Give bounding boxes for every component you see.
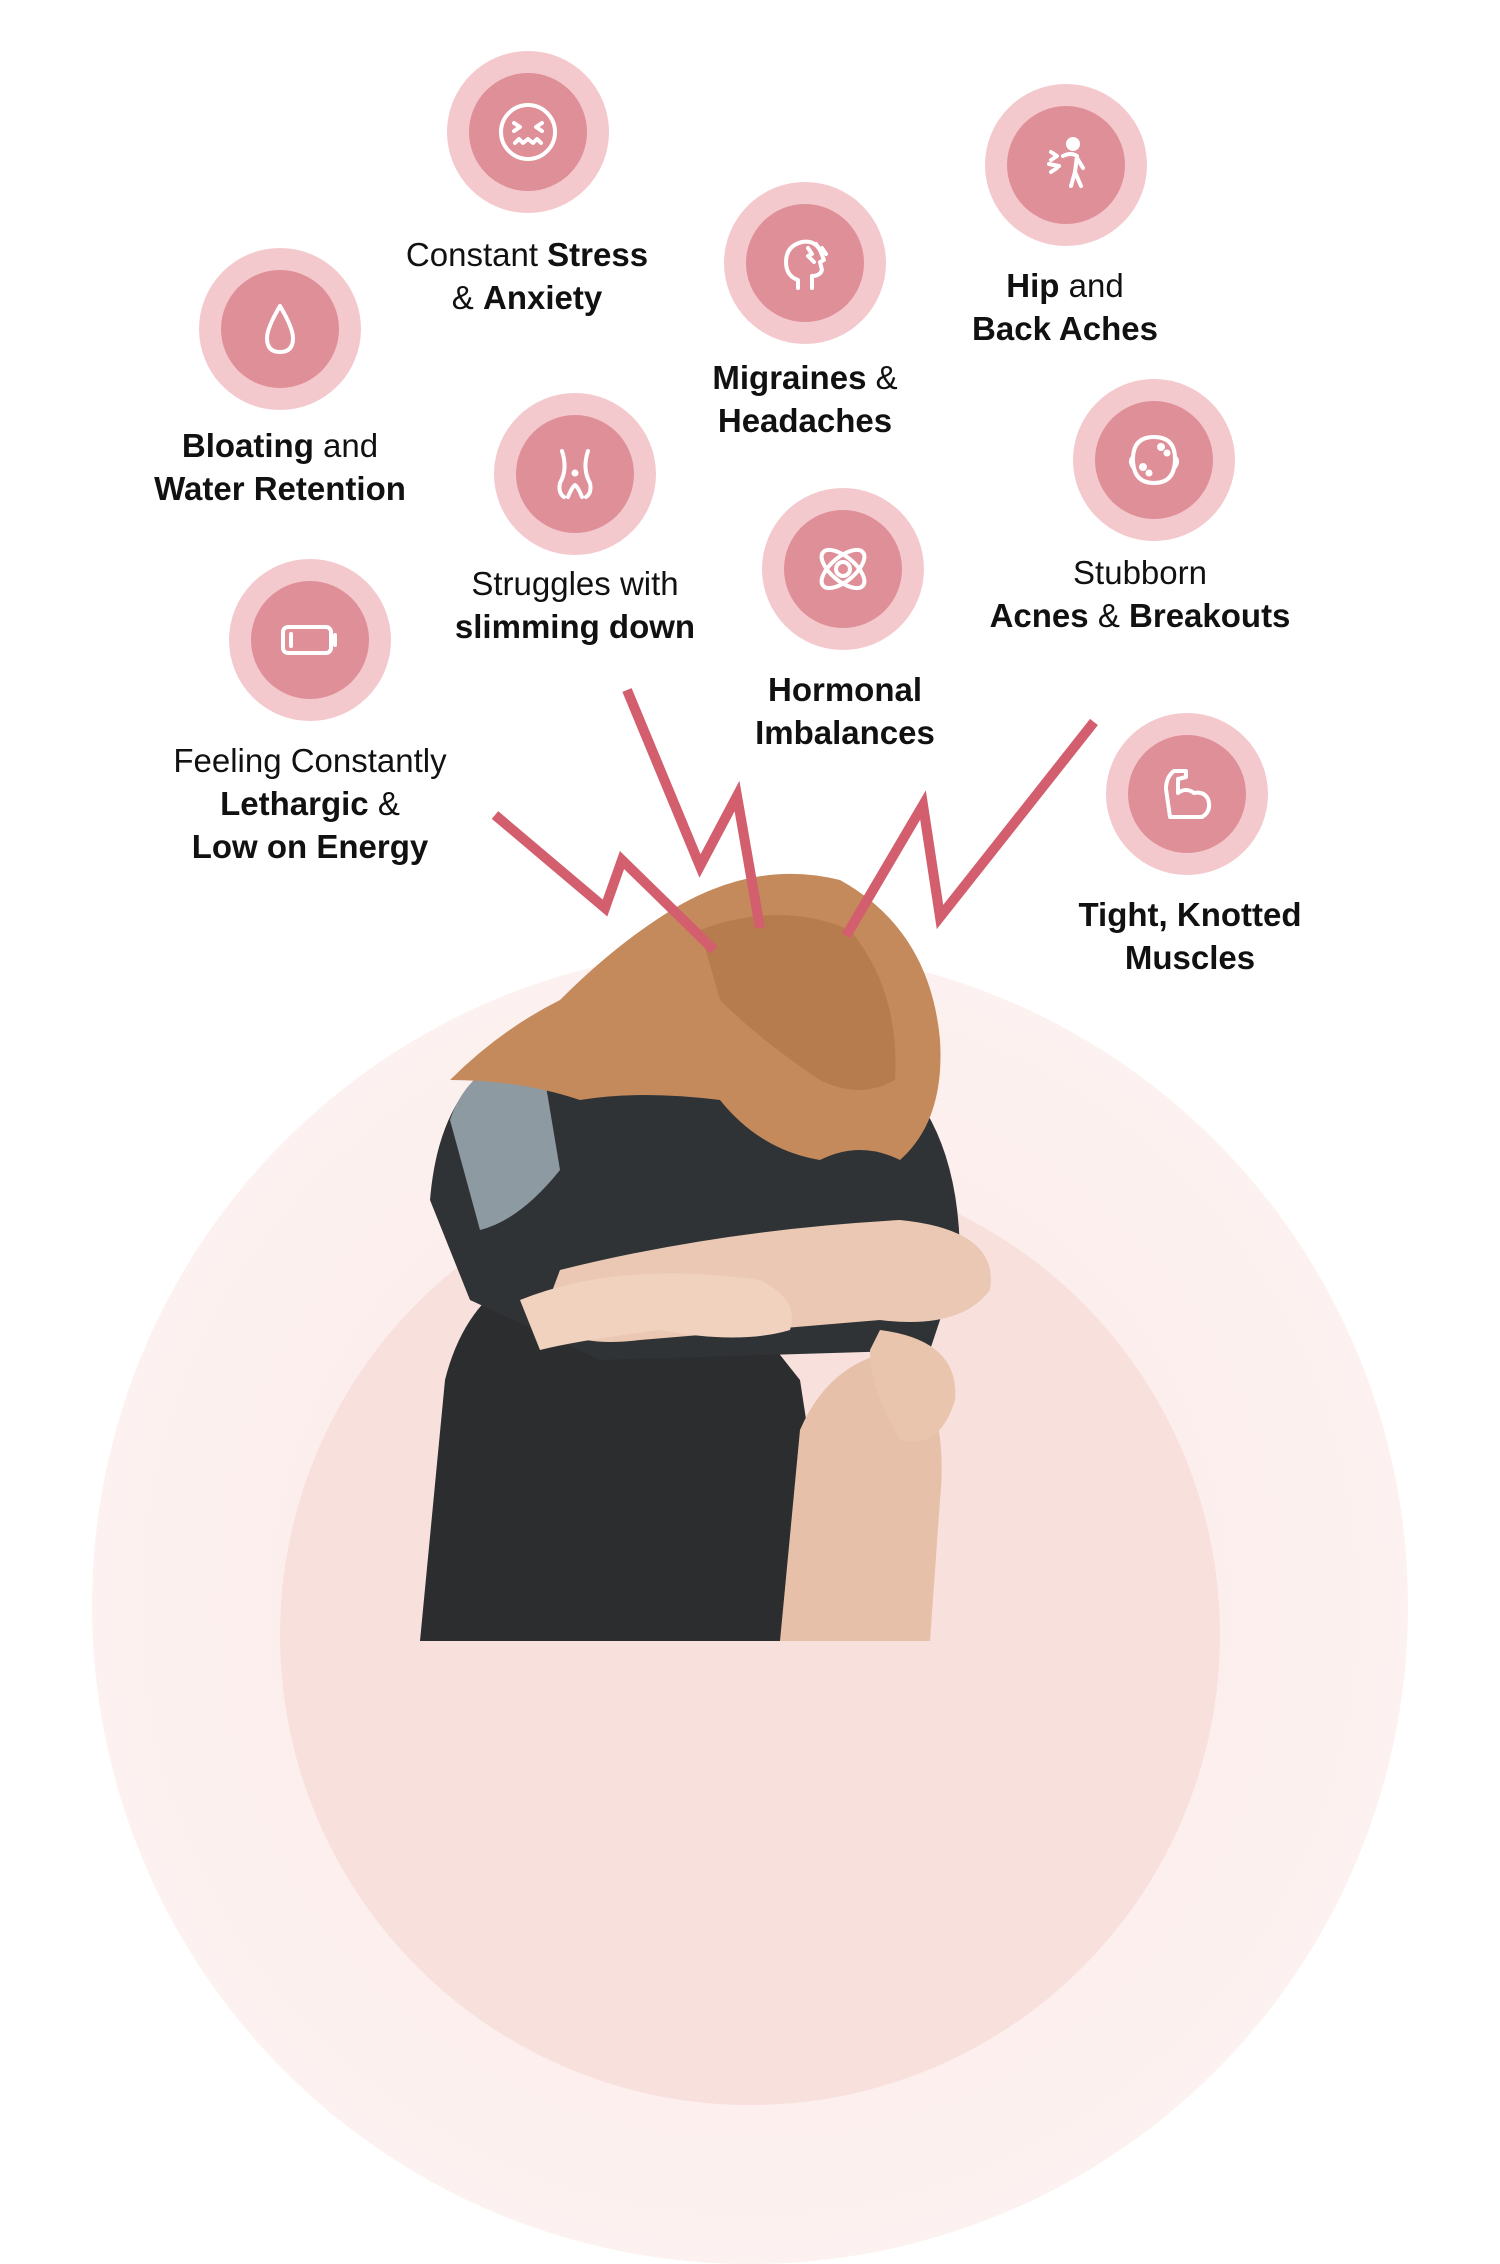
acne-face-icon [1129, 435, 1179, 485]
lethargic-badge [229, 559, 391, 721]
hormone-atom-icon [819, 547, 867, 591]
bolt-left [491, 811, 718, 954]
water-drop-icon [265, 304, 295, 354]
flexed-arm-icon [1164, 769, 1212, 819]
acne-caption: Stubborn Acnes & Breakouts [989, 554, 1291, 634]
bolt-right [841, 718, 1098, 939]
muscles-badge [1106, 713, 1268, 875]
waist-icon [557, 449, 593, 499]
migraines-badge [724, 182, 886, 344]
muscles-caption: Tight, Knotted Muscles [1078, 896, 1302, 976]
low-battery-icon [281, 625, 337, 655]
pain-lightning-bolts [491, 688, 1098, 954]
hormonal-badge [762, 488, 924, 650]
hip-badge [985, 84, 1147, 246]
migraines-caption: Migraines & Headaches [712, 359, 898, 439]
stress-caption: Constant Stress & Anxiety [405, 236, 649, 316]
bloating-badge [199, 248, 361, 410]
stressed-face-icon [499, 103, 557, 161]
lethargic-caption: Feeling Constantly Lethargic & Low on En… [173, 742, 447, 865]
acne-badge [1073, 379, 1235, 541]
stress-badge [447, 51, 609, 213]
slimming-caption: Struggles with slimming down [454, 565, 696, 645]
slimming-badge [494, 393, 656, 555]
bolt-middle [622, 688, 765, 929]
hip-caption: Hip and Back Aches [972, 267, 1158, 347]
bloating-caption: Bloating and Water Retention [154, 427, 406, 507]
back-pain-icon [1047, 137, 1085, 188]
woman-hugging-knees-illustration [420, 873, 991, 1641]
head-pain-icon [784, 239, 828, 290]
hormonal-caption: Hormonal Imbalances [755, 671, 935, 751]
